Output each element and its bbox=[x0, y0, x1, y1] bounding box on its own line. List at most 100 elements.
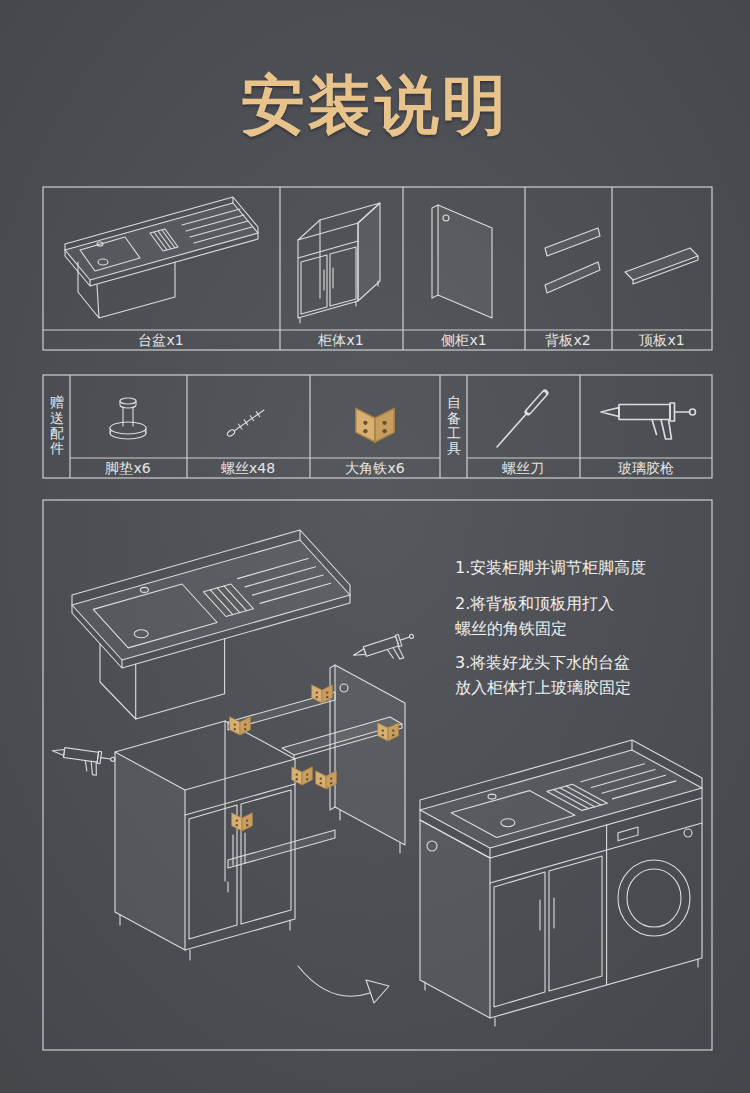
sink-icon bbox=[65, 197, 258, 318]
cell-label-wrap: 脚垫x6 bbox=[73, 459, 183, 477]
cell-label-wrap: 赠送配件 bbox=[50, 395, 64, 457]
assembled-unit bbox=[420, 820, 490, 1018]
step-wrap: 3.将装好龙头下水的台盆 放入柜体打上玻璃胶固定 bbox=[455, 651, 705, 701]
glue-gun-icon bbox=[601, 403, 696, 439]
sink-icon bbox=[150, 229, 178, 251]
step-text: 3.将装好龙头下水的台盆 放入柜体打上玻璃胶固定 bbox=[455, 651, 705, 701]
sink-top-exploded bbox=[204, 584, 254, 617]
sink-top-exploded bbox=[140, 587, 148, 592]
cabinet-exploded bbox=[115, 752, 185, 950]
assembled-unit bbox=[490, 798, 702, 1018]
part-label: 柜体x1 bbox=[283, 331, 399, 349]
sink-top-exploded bbox=[210, 586, 246, 615]
back-board-icon bbox=[545, 228, 600, 293]
assembled-unit bbox=[627, 869, 681, 927]
sink-top-exploded bbox=[72, 540, 350, 660]
illustration bbox=[312, 685, 333, 703]
sink-icon bbox=[65, 203, 258, 280]
cell-label-wrap: 柜体x1 bbox=[283, 331, 399, 349]
sink-top-exploded bbox=[100, 644, 136, 719]
arrow bbox=[298, 966, 389, 1003]
sink-icon bbox=[182, 209, 252, 243]
part-label: 侧柜x1 bbox=[406, 331, 522, 349]
angle-iron-icon bbox=[356, 408, 394, 442]
row-header: 赠送配件 bbox=[50, 395, 64, 457]
table-grid bbox=[43, 187, 712, 1050]
illustration bbox=[316, 771, 337, 789]
cabinet-exploded bbox=[340, 684, 348, 692]
assembled-unit bbox=[618, 860, 690, 936]
assembled-unit bbox=[488, 794, 496, 799]
illustration bbox=[292, 767, 313, 785]
assembled-unit bbox=[540, 898, 554, 930]
sink-icon bbox=[65, 233, 258, 286]
cell-label-wrap: 自备工具 bbox=[447, 395, 461, 457]
table-grid bbox=[43, 187, 712, 350]
assembled-unit bbox=[451, 791, 575, 838]
screwdriver-icon bbox=[497, 393, 545, 447]
side-panel-icon bbox=[432, 205, 492, 318]
assembled-unit bbox=[547, 784, 607, 810]
cabinet-icon bbox=[358, 203, 380, 301]
cabinet-exploded bbox=[228, 830, 335, 868]
cabinet-exploded bbox=[282, 717, 402, 755]
part-label: 螺丝刀 bbox=[470, 459, 576, 477]
assembled-unit bbox=[581, 764, 676, 799]
part-label: 大角铁x6 bbox=[313, 459, 437, 477]
table-grid bbox=[43, 187, 712, 350]
glue-gun bbox=[352, 630, 419, 672]
table-grid bbox=[43, 500, 712, 1050]
illustration bbox=[232, 813, 253, 831]
assembled-unit bbox=[420, 740, 702, 810]
cell-label-wrap: 侧柜x1 bbox=[406, 331, 522, 349]
part-label: 玻璃胶枪 bbox=[584, 459, 708, 477]
step-wrap: 1.安装柜脚并调节柜脚高度 bbox=[455, 556, 705, 581]
assembled-unit bbox=[494, 856, 602, 1007]
cabinet-exploded bbox=[120, 882, 290, 960]
cabinet-exploded bbox=[185, 759, 295, 950]
back-board-icon bbox=[545, 228, 600, 256]
cabinet-icon bbox=[324, 268, 333, 290]
part-label: 台盆x1 bbox=[51, 331, 271, 349]
cell-label-wrap: 螺丝刀 bbox=[470, 459, 576, 477]
arrow bbox=[298, 966, 370, 996]
top-board-icon bbox=[625, 248, 698, 284]
assembled-unit bbox=[420, 740, 702, 1026]
foot-pad-icon bbox=[123, 407, 133, 426]
cell-label-wrap: 顶板x1 bbox=[615, 331, 709, 349]
cabinet-exploded bbox=[189, 790, 291, 939]
side-panel-icon bbox=[438, 205, 492, 318]
illustration bbox=[230, 717, 251, 735]
glue-gun bbox=[50, 745, 116, 778]
back-board-icon bbox=[545, 262, 600, 293]
sink-icon bbox=[97, 242, 103, 246]
assembled-unit bbox=[501, 819, 515, 827]
cabinet-icon bbox=[298, 241, 358, 258]
step-wrap: 2.将背板和顶板用打入 螺丝的角铁固定 bbox=[455, 592, 705, 642]
cell-label-wrap: 螺丝x48 bbox=[190, 459, 306, 477]
part-label: 脚垫x6 bbox=[73, 459, 183, 477]
assembled-unit bbox=[607, 823, 702, 850]
step-text: 1.安装柜脚并调节柜脚高度 bbox=[455, 556, 705, 581]
cell-label-wrap: 背板x2 bbox=[527, 331, 609, 349]
side-panel-icon bbox=[432, 205, 438, 298]
sink-icon bbox=[80, 237, 140, 271]
sink-icon bbox=[98, 259, 108, 265]
cell-label-wrap: 玻璃胶枪 bbox=[584, 459, 708, 477]
assembled-unit bbox=[420, 750, 702, 848]
screwdriver-icon bbox=[497, 412, 528, 447]
assembled-unit bbox=[684, 829, 692, 837]
part-label: 背板x2 bbox=[527, 331, 609, 349]
sink-icon bbox=[65, 197, 258, 250]
table-grid bbox=[70, 375, 712, 478]
assembled-unit bbox=[425, 959, 698, 1026]
foot-pad-icon bbox=[110, 398, 146, 439]
cabinet-exploded bbox=[115, 665, 405, 960]
screw-icon bbox=[238, 412, 259, 429]
sink-top-exploded bbox=[136, 639, 225, 719]
assembled-unit bbox=[553, 786, 601, 809]
row-header: 自备工具 bbox=[447, 395, 461, 457]
cabinet-exploded bbox=[185, 784, 295, 815]
